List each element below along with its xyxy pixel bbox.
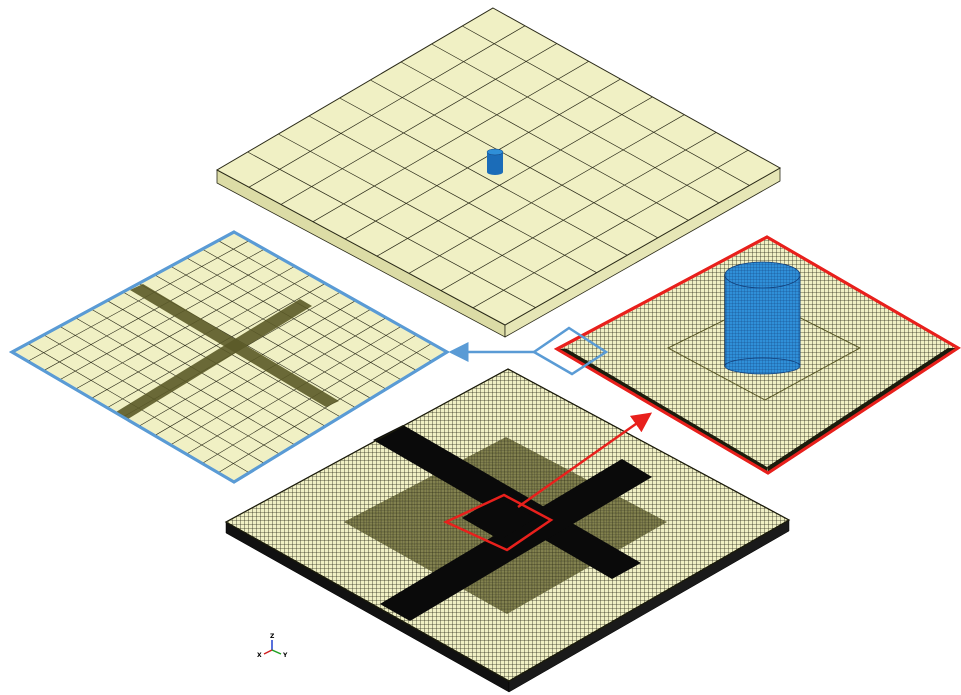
mesh-line — [440, 132, 717, 291]
large-punch — [724, 261, 801, 375]
mesh-line — [308, 115, 597, 273]
small-punch — [486, 148, 504, 175]
mesh-line — [408, 114, 685, 274]
blue-plate-grid — [27, 240, 432, 473]
mesh-line — [154, 274, 372, 399]
red-detail-plate — [553, 235, 961, 475]
mesh-line — [186, 257, 402, 381]
blue-plate-band-2 — [116, 299, 312, 419]
mesh-line — [312, 61, 589, 222]
triad-x-label: X — [257, 652, 262, 659]
triad-x-axis-icon — [263, 649, 273, 655]
mesh-line — [370, 79, 658, 239]
red-callout-arrow — [517, 412, 653, 509]
triad-y-axis-icon — [271, 649, 282, 655]
mesh-line — [344, 78, 621, 240]
triad-z-label: Z — [270, 633, 275, 640]
mesh-line — [170, 266, 387, 390]
mesh-line — [339, 97, 628, 256]
mesh-line — [248, 25, 526, 188]
full-mesh-plate — [224, 368, 791, 693]
mesh-line — [462, 25, 750, 186]
mesh-line — [278, 133, 567, 291]
coordinate-triad: Z X Y — [257, 633, 288, 659]
mesh-line — [431, 43, 720, 204]
mesh-line — [247, 151, 536, 308]
blue-detail-plate — [8, 230, 450, 484]
full-plate-dense-band-2 — [380, 459, 652, 621]
red-callout-box — [443, 493, 554, 552]
red-callout — [443, 412, 653, 552]
coarse-plate-grid — [247, 25, 750, 309]
mesh-line — [376, 96, 653, 257]
triad-y-label: Y — [282, 652, 288, 659]
mesh-line — [280, 43, 557, 205]
mesh-line — [202, 248, 417, 371]
mesh-line — [400, 61, 689, 221]
mesh-line — [217, 240, 432, 362]
blue-callout — [448, 326, 609, 376]
blue-callout-box — [531, 326, 609, 376]
coarse-plate — [215, 7, 782, 338]
red-plate-inner-square — [666, 299, 862, 401]
mesh-line — [472, 149, 749, 309]
